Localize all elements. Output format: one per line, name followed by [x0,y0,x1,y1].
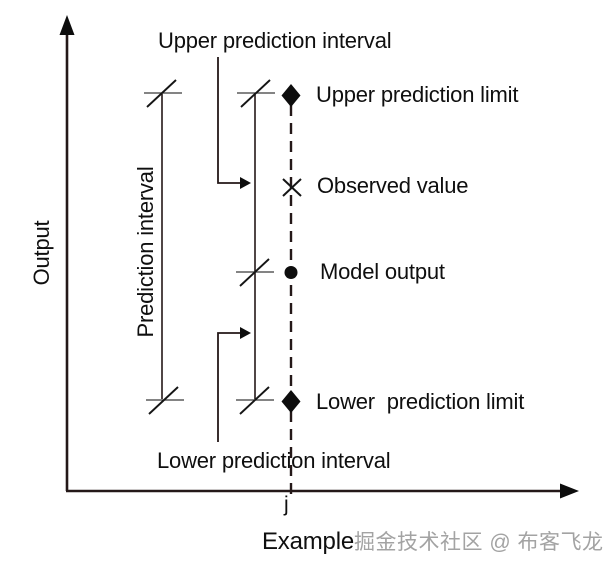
x-axis-caption-row: Example 掘金技术社区 @ 布客飞龙 [262,526,603,556]
upper-interval-pointer-line [217,57,242,184]
lower-interval-arrowhead-icon [240,327,251,339]
inner-bar-middle-slash [239,258,270,287]
model-output-label: Model output [320,259,445,284]
prediction-interval-top-slash [146,79,177,108]
upper-interval-arrowhead-icon [240,177,251,189]
lower-prediction-limit-marker [281,390,301,413]
x-axis-arrowhead-icon [560,483,579,499]
lower-prediction-interval-label: Lower prediction interval [157,448,391,473]
model-output-marker [284,266,298,279]
upper-prediction-interval-label: Upper prediction interval [158,28,392,53]
watermark: 掘金技术社区 @ 布客飞龙 [353,531,604,554]
upper-prediction-limit-marker [281,84,301,107]
lower-interval-pointer-line [217,332,242,442]
y-axis-arrowhead-icon [59,15,75,35]
inner-bar-top-slash [240,79,271,108]
x-axis-label: Example [262,528,354,555]
lower-prediction-limit-label: Lower prediction limit [316,389,525,414]
inner-bar-bottom-slash [239,386,270,415]
upper-prediction-limit-label: Upper prediction limit [316,82,519,107]
prediction-interval-bottom-slash [148,386,179,415]
prediction-interval-label: Prediction interval [133,166,158,338]
observed-value-label: Observed value [317,173,469,198]
y-axis-label: Output [29,220,54,286]
x-axis-tick-label: j [284,493,289,516]
observed-value-marker [282,178,302,197]
